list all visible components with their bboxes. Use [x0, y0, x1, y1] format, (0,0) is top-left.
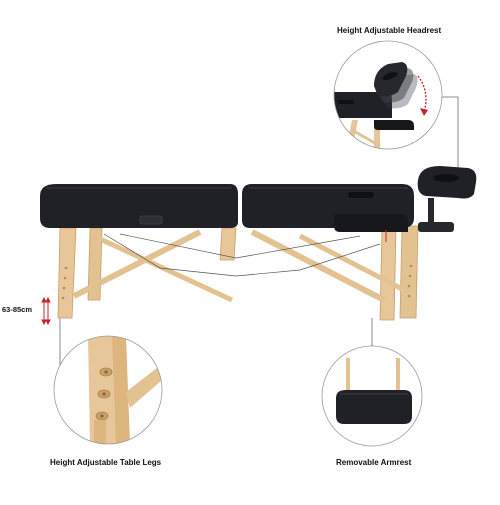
armrest-label: Removable Armrest: [336, 458, 412, 467]
face-hole: [348, 192, 374, 198]
rotation-arrow-icon: [417, 75, 427, 113]
handle: [139, 215, 163, 225]
table-legs: [57, 225, 419, 321]
headrest-label: Height Adjustable Headrest: [337, 26, 442, 35]
legs-label: Height Adjustable Table Legs: [50, 458, 162, 467]
table-top: [40, 166, 477, 242]
armrest-callout: [321, 345, 423, 447]
legs-callout: [53, 335, 163, 445]
height-arrow-icon: [41, 296, 51, 326]
height-range-text: 63-85cm: [2, 305, 32, 314]
height-indicator: 63-85cm: [2, 296, 51, 326]
headrest-callout: [333, 40, 443, 150]
